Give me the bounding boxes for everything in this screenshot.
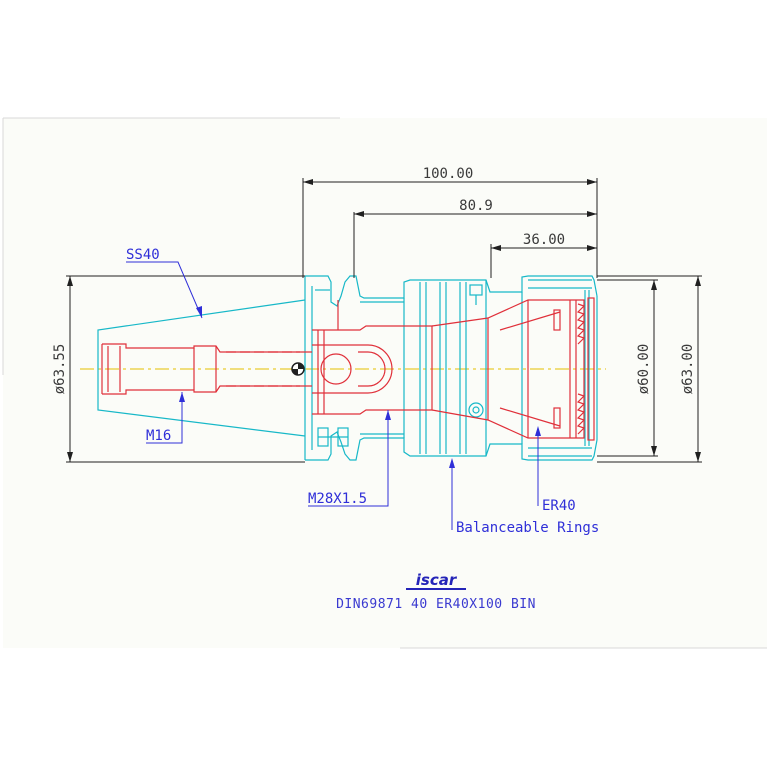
flange-body: [304, 275, 598, 461]
taper-shank: [97, 299, 306, 437]
callout-taper: SS40: [126, 247, 160, 263]
dimension-length-36: 36.00: [523, 232, 565, 248]
brand-logo-text: iscar: [416, 571, 458, 589]
dimension-dia-body: ø60.00: [636, 344, 652, 395]
brand-logo: iscar: [406, 571, 466, 590]
leader-arrows: [179, 306, 541, 468]
callout-thread-m16: M16: [146, 428, 171, 444]
dimension-arrows: [67, 179, 701, 462]
drawing-background: [3, 118, 767, 648]
tool-designation: DIN69871 40 ER40X100 BIN: [336, 597, 536, 612]
dimension-dia-nut: ø63.00: [680, 344, 696, 395]
internal-features: [101, 297, 595, 441]
dimension-length-80: 80.9: [459, 198, 493, 214]
gauge-point: [291, 362, 305, 376]
leader-lines: [126, 261, 539, 530]
callout-rings: Balanceable Rings: [456, 520, 599, 536]
callout-thread-m28: M28X1.5: [308, 491, 367, 507]
dimension-dia-flange: ø63.55: [52, 344, 68, 395]
dimension-overall-length: 100.00: [423, 166, 474, 182]
dimension-lines: [66, 178, 702, 463]
callout-collet: ER40: [542, 498, 576, 514]
